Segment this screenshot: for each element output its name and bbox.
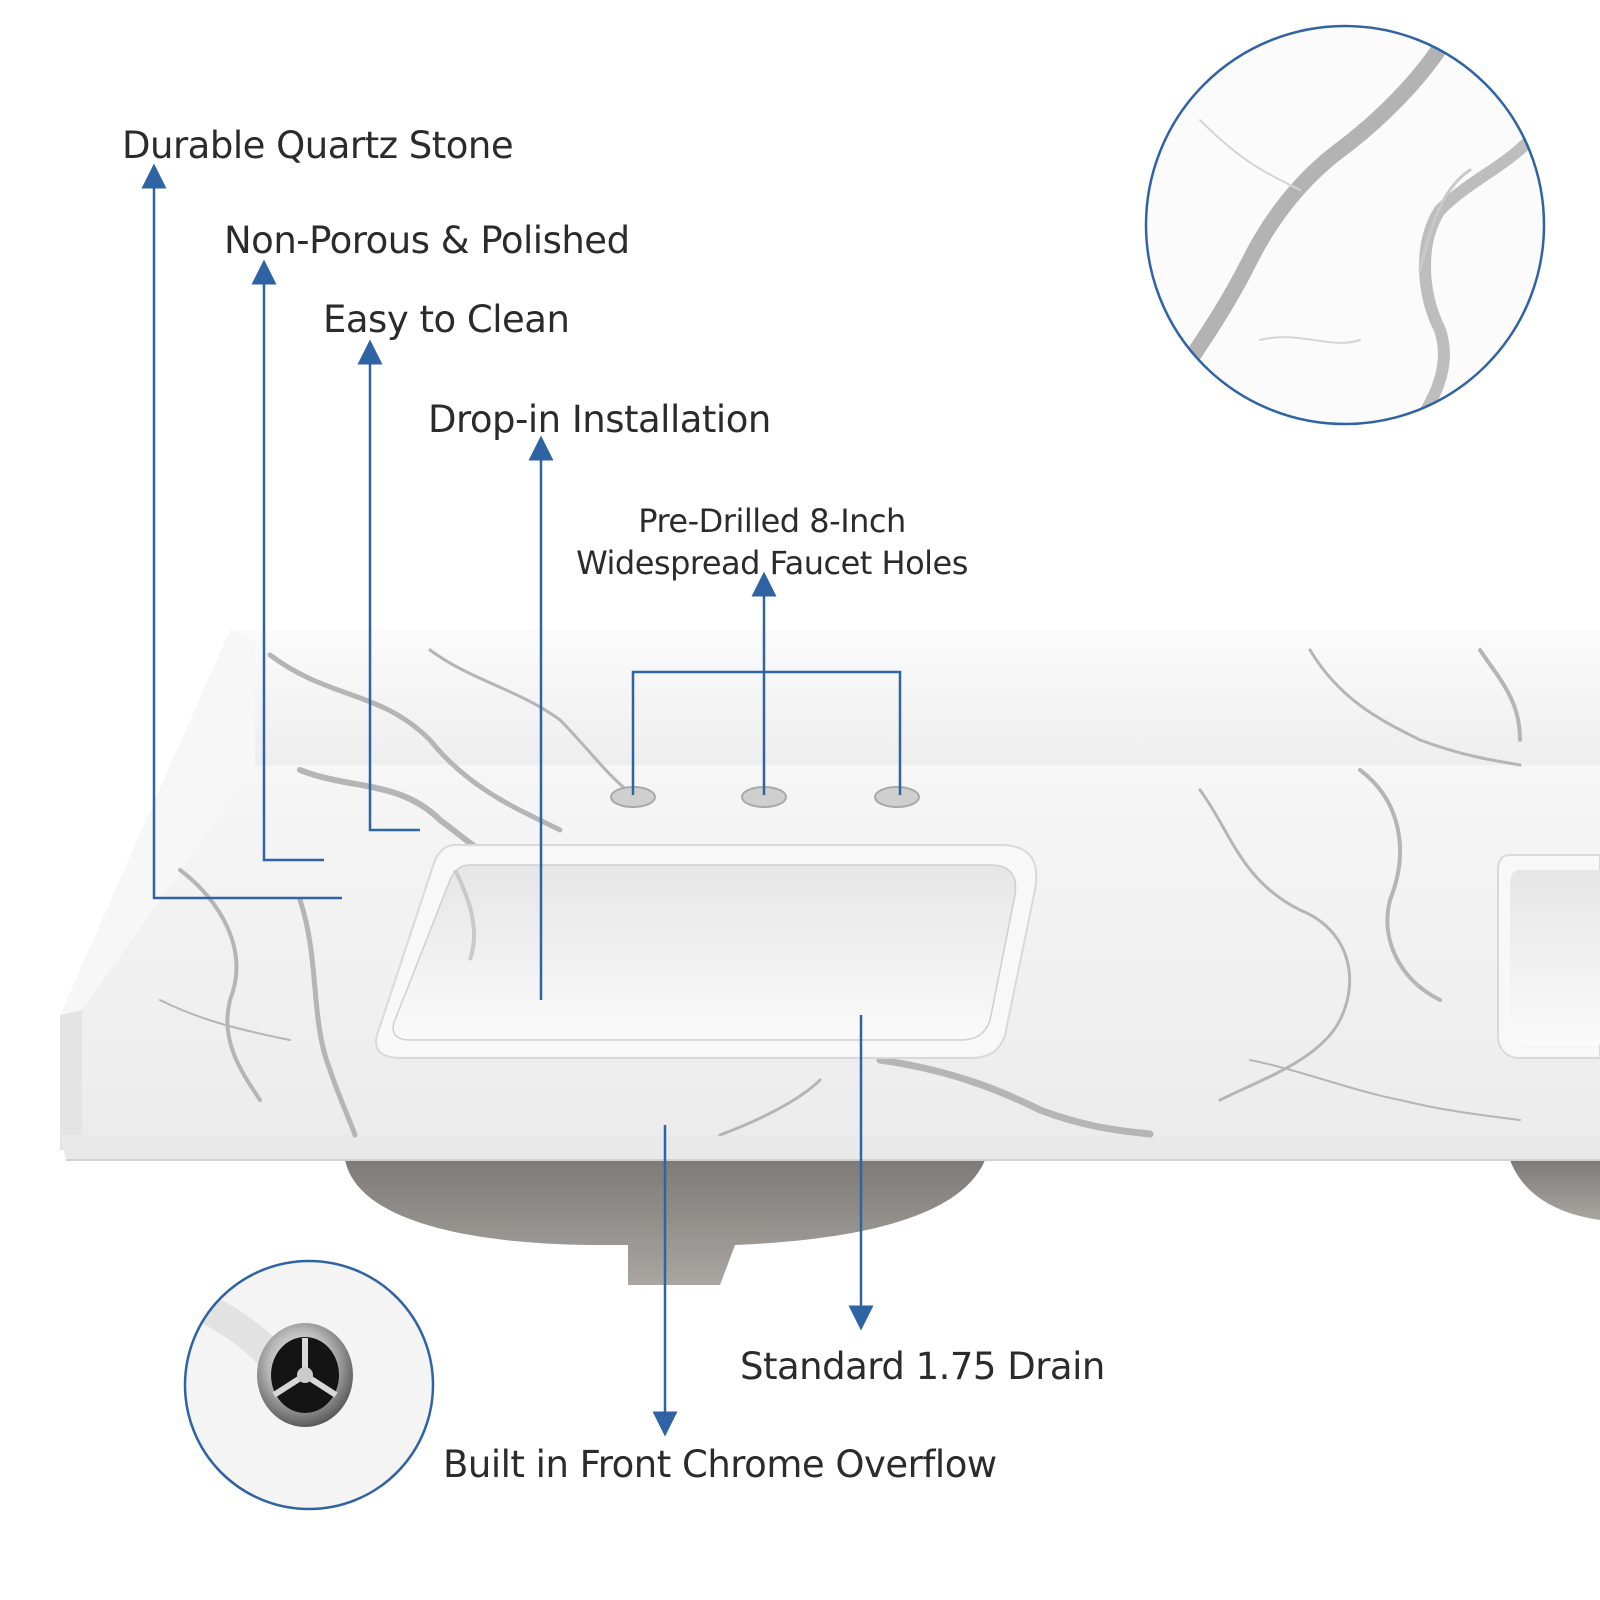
basin-bowl-left: [392, 864, 1017, 1041]
label-non-porous-polished: Non-Porous & Polished: [224, 219, 630, 262]
faucet-holes: [610, 786, 920, 808]
countertop-front-edge: [60, 1135, 1600, 1160]
faucet-hole-right: [874, 786, 920, 808]
chrome-overflow-zoom: [183, 1259, 435, 1511]
callout-lines: [141, 163, 902, 1437]
label-faucet-holes: Pre-Drilled 8-Inch Widespread Faucet Hol…: [560, 500, 984, 584]
side-splash: [60, 630, 255, 1015]
basin-underside-right: [1510, 1160, 1600, 1220]
label-chrome-overflow: Built in Front Chrome Overflow: [443, 1443, 997, 1486]
label-faucet-line-2: Widespread Faucet Holes: [576, 544, 968, 582]
callout-line-clean: [357, 339, 420, 832]
label-faucet-line-1: Pre-Drilled 8-Inch: [638, 502, 906, 540]
callout-line-porous: [251, 259, 324, 862]
marble-texture-zoom: [1144, 24, 1546, 426]
label-standard-drain: Standard 1.75 Drain: [740, 1345, 1105, 1388]
callout-bracket-faucet: [631, 670, 902, 795]
label-durable-quartz-stone: Durable Quartz Stone: [122, 124, 514, 167]
callout-line-quartz: [141, 163, 342, 900]
label-drop-in-installation: Drop-in Installation: [428, 398, 771, 441]
label-easy-to-clean: Easy to Clean: [323, 298, 570, 341]
